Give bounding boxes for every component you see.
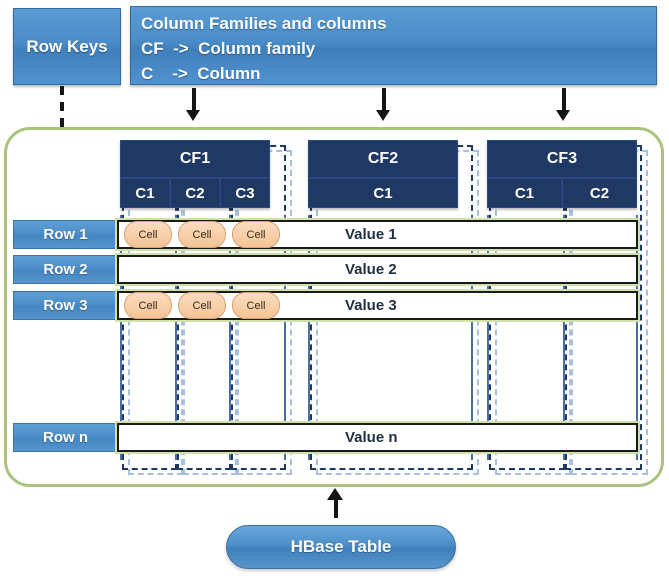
column-family-title-cf1: CF1 — [120, 140, 270, 178]
hbase-table-arrowhead — [327, 488, 343, 500]
column-header-cf1-c2: C2 — [170, 178, 220, 208]
row-key-label-1: Row 1 — [13, 220, 118, 249]
column-family-title-cf3: CF3 — [487, 140, 637, 178]
grid-separator-1 — [120, 215, 122, 460]
value-label-row-1: Value 1 — [345, 226, 397, 243]
column-header-cf1-c3: C3 — [220, 178, 270, 208]
row-key-label-2: Row 2 — [13, 255, 118, 284]
row-key-text-2: Row 2 — [43, 261, 88, 278]
column-header-row-cf1: C1 C2 C3 — [120, 178, 270, 208]
arrow-to-cf1 — [186, 88, 200, 122]
grid-separator-4 — [284, 215, 286, 460]
column-header-cf3-c1: C1 — [487, 178, 562, 208]
grid-separator-3 — [229, 215, 231, 460]
grid-separator-8 — [563, 215, 565, 460]
grid-separator-2 — [175, 215, 177, 460]
table-row-n — [115, 421, 640, 454]
column-family-title-cf2: CF2 — [308, 140, 458, 178]
grid-separator-5 — [308, 215, 310, 460]
column-family-block-cf3: CF3 C1 C2 — [487, 140, 637, 208]
cell-row3-cf1-c2: Cell — [178, 292, 226, 319]
row-key-text-n: Row n — [43, 429, 88, 446]
value-label-row-n: Value n — [345, 429, 398, 446]
cell-row1-cf1-c3: Cell — [232, 221, 280, 248]
grid-separator-6 — [471, 215, 473, 460]
legend-line-1: Column Families and columns — [141, 14, 387, 33]
arrow-to-cf3 — [556, 88, 570, 122]
column-header-row-cf2: C1 — [308, 178, 458, 208]
legend-line-3: C -> Column — [141, 64, 261, 83]
table-row-2 — [115, 253, 640, 286]
cell-row1-cf1-c2: Cell — [178, 221, 226, 248]
column-header-cf3-c2: C2 — [562, 178, 637, 208]
cell-row1-cf1-c1: Cell — [124, 221, 172, 248]
value-label-row-2: Value 2 — [345, 261, 397, 278]
row-key-label-3: Row 3 — [13, 291, 118, 320]
row-keys-label: Row Keys — [26, 36, 108, 56]
value-label-row-3: Value 3 — [345, 297, 397, 314]
grid-separator-9 — [636, 215, 638, 460]
row-key-label-n: Row n — [13, 423, 118, 452]
hbase-table-arrow-shaft — [334, 496, 338, 518]
row-keys-callout: Row Keys — [13, 8, 121, 85]
arrow-to-cf2 — [376, 88, 390, 122]
grid-separator-7 — [487, 215, 489, 460]
hbase-table-caption-text: HBase Table — [290, 537, 392, 556]
column-family-block-cf1: CF1 C1 C2 C3 — [120, 140, 270, 208]
column-header-row-cf3: C1 C2 — [487, 178, 637, 208]
column-header-cf1-c1: C1 — [120, 178, 170, 208]
column-header-cf2-c1: C1 — [308, 178, 458, 208]
column-family-block-cf2: CF2 C1 — [308, 140, 458, 208]
cell-row3-cf1-c1: Cell — [124, 292, 172, 319]
legend-line-2: CF -> Column family — [141, 39, 316, 58]
cell-row3-cf1-c3: Cell — [232, 292, 280, 319]
row-key-text-3: Row 3 — [43, 297, 88, 314]
legend-callout: Column Families and columns CF -> Column… — [130, 6, 657, 85]
hbase-table-caption: HBase Table — [226, 525, 456, 569]
row-key-text-1: Row 1 — [43, 226, 88, 243]
